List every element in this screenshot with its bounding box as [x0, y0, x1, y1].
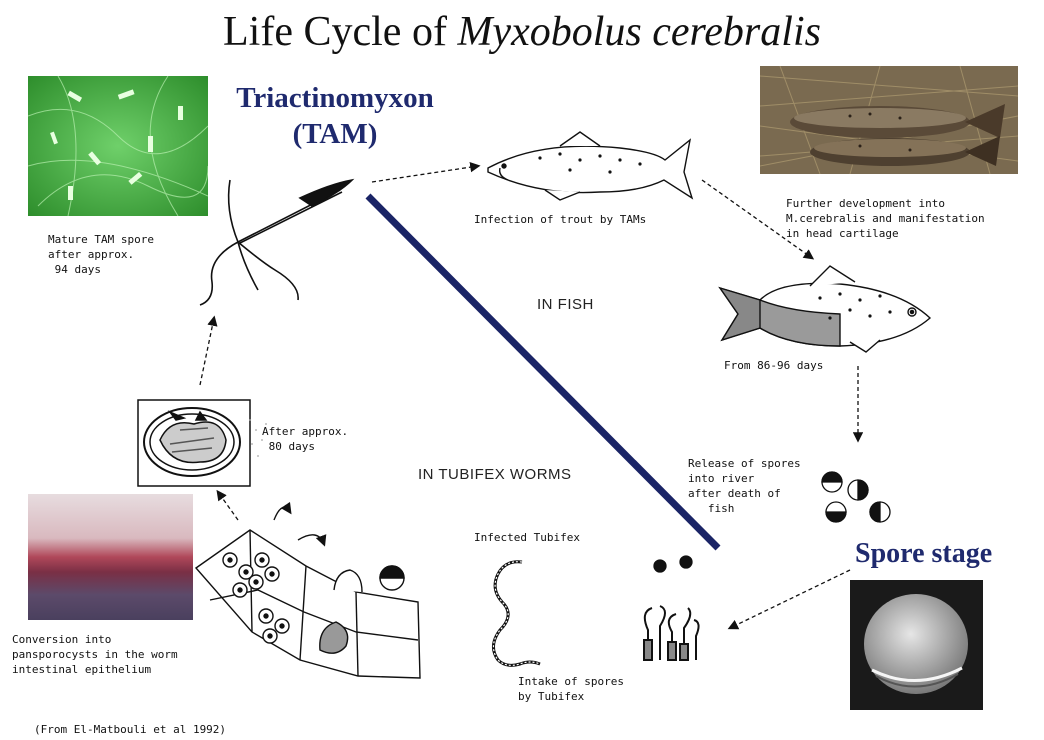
pansporocyst-icon — [138, 400, 267, 486]
cycle-arrow-icon — [372, 166, 478, 182]
caption-release-spores: Release of spores into river after death… — [688, 456, 801, 516]
region-label-fish: IN FISH — [537, 296, 594, 313]
caption-infected-tubifex: Infected Tubifex — [474, 530, 580, 545]
trout-icon — [488, 132, 692, 200]
tam-spore-icon — [200, 180, 352, 305]
cycle-arrow-icon — [200, 318, 214, 385]
tubifex-worm-icon — [493, 562, 540, 666]
caption-further-development: Further development into M.cerebralis an… — [786, 196, 985, 241]
infected-trout-icon — [720, 266, 930, 352]
cycle-arrow-icon — [218, 492, 238, 520]
cycle-arrow-icon — [730, 570, 850, 628]
caption-after-80-days: After approx. 80 days — [262, 424, 348, 454]
caption-intake-spores: Intake of spores by Tubifex — [518, 674, 624, 704]
caption-conversion: Conversion into pansporocysts in the wor… — [12, 632, 178, 677]
tubifex-cluster-icon — [644, 606, 699, 660]
caption-mature-tam: Mature TAM spore after approx. 94 days — [48, 232, 154, 277]
caption-days-86-96: From 86-96 days — [724, 358, 823, 373]
epithelium-cells-icon — [196, 508, 420, 679]
source-citation: (From El-Matbouli et al 1992) — [34, 722, 226, 737]
caption-infection-trout: Infection of trout by TAMs — [474, 212, 646, 227]
host-divider-line — [368, 196, 718, 548]
region-label-worms: IN TUBIFEX WORMS — [418, 466, 572, 483]
